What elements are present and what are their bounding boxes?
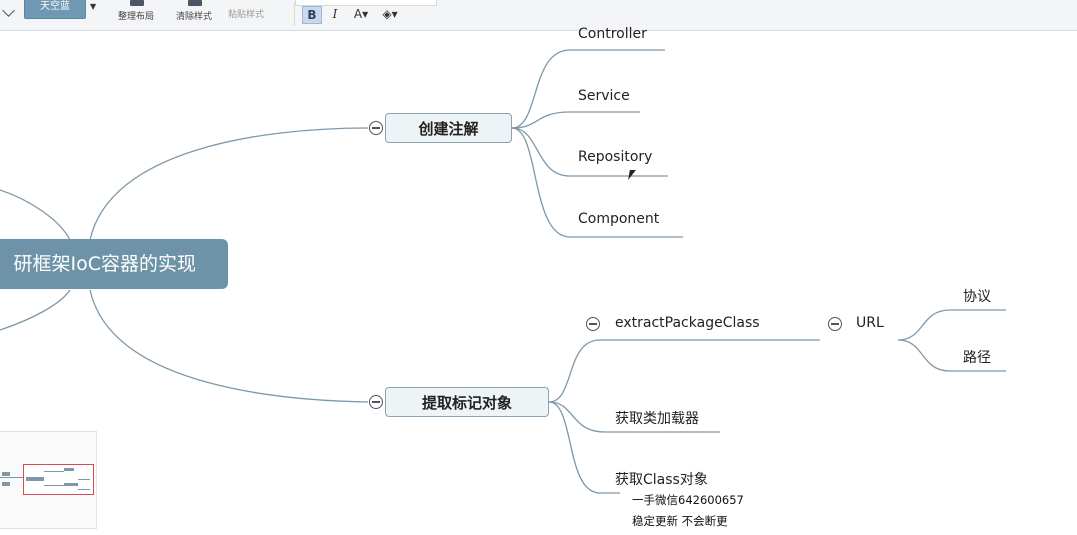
fill-color-button[interactable]: ◈▾ (382, 7, 398, 21)
layout-icon (130, 0, 144, 6)
minimap[interactable] (0, 431, 97, 529)
arrange-layout-label: 整理布局 (118, 12, 155, 22)
minimap-line (78, 479, 90, 480)
clear-style-button[interactable]: 清除样式 (176, 0, 226, 22)
leaf-node-get-class-object[interactable]: 获取Class对象 (615, 472, 708, 488)
leaf-node-protocol[interactable]: 协议 (963, 289, 991, 305)
minimap-node (64, 468, 74, 471)
minimap-line (0, 477, 23, 478)
watermark-line-2: 稳定更新 不会断更 (632, 514, 728, 528)
paste-style-label: 粘贴样式 (228, 10, 265, 20)
leaf-node-path[interactable]: 路径 (963, 350, 991, 366)
theme-dropdown-icon[interactable]: ▼ (90, 2, 97, 11)
leaf-node-get-classloader[interactable]: 获取类加载器 (615, 411, 699, 427)
bold-button[interactable]: B (302, 6, 322, 24)
clear-style-icon (188, 0, 202, 6)
paste-style-button[interactable]: 粘贴样式 (228, 0, 288, 20)
toolbar-divider (294, 2, 295, 26)
branch-node-create-annotations[interactable]: 创建注解 (385, 113, 512, 143)
root-node-label: 研框架IoC容器的实现 (13, 253, 197, 275)
minimap-line (44, 471, 64, 472)
leaf-node-service[interactable]: Service (578, 88, 630, 104)
collapse-icon[interactable] (369, 121, 383, 135)
arrange-layout-button[interactable]: 整理布局 (118, 0, 168, 22)
leaf-node-extract-package-class[interactable]: extractPackageClass (615, 315, 760, 331)
watermark-line-1: 一手微信642600657 (632, 493, 744, 507)
toolbar: 天空蓝 ▼ 整理布局 清除样式 粘贴样式 B I A▾ ◈▾ (0, 0, 1077, 31)
collapse-icon[interactable] (828, 317, 842, 331)
clear-style-label: 清除样式 (176, 12, 213, 22)
minimap-node (2, 482, 10, 486)
leaf-node-component[interactable]: Component (578, 211, 660, 227)
font-color-button[interactable]: A▾ (353, 7, 369, 21)
font-selector-frame[interactable] (295, 0, 437, 6)
watermark: 一手微信642600657 稳定更新 不会断更 (632, 490, 744, 532)
collapse-icon[interactable] (586, 317, 600, 331)
minimap-line (44, 485, 64, 486)
minimap-node (64, 483, 78, 486)
minimap-node (2, 472, 10, 476)
leaf-node-url[interactable]: URL (856, 315, 884, 331)
theme-button[interactable]: 天空蓝 (24, 0, 86, 19)
collapse-icon[interactable] (369, 395, 383, 409)
italic-button[interactable]: I (332, 7, 338, 21)
minimap-viewport[interactable] (23, 464, 94, 495)
leaf-node-repository[interactable]: Repository (578, 149, 653, 165)
branch-node-extract-marked-objects[interactable]: 提取标记对象 (385, 387, 549, 417)
leaf-node-controller[interactable]: Controller (578, 26, 647, 42)
root-node[interactable]: 研框架IoC容器的实现 (0, 239, 228, 289)
minimap-line (78, 489, 90, 490)
minimap-node (26, 477, 44, 481)
